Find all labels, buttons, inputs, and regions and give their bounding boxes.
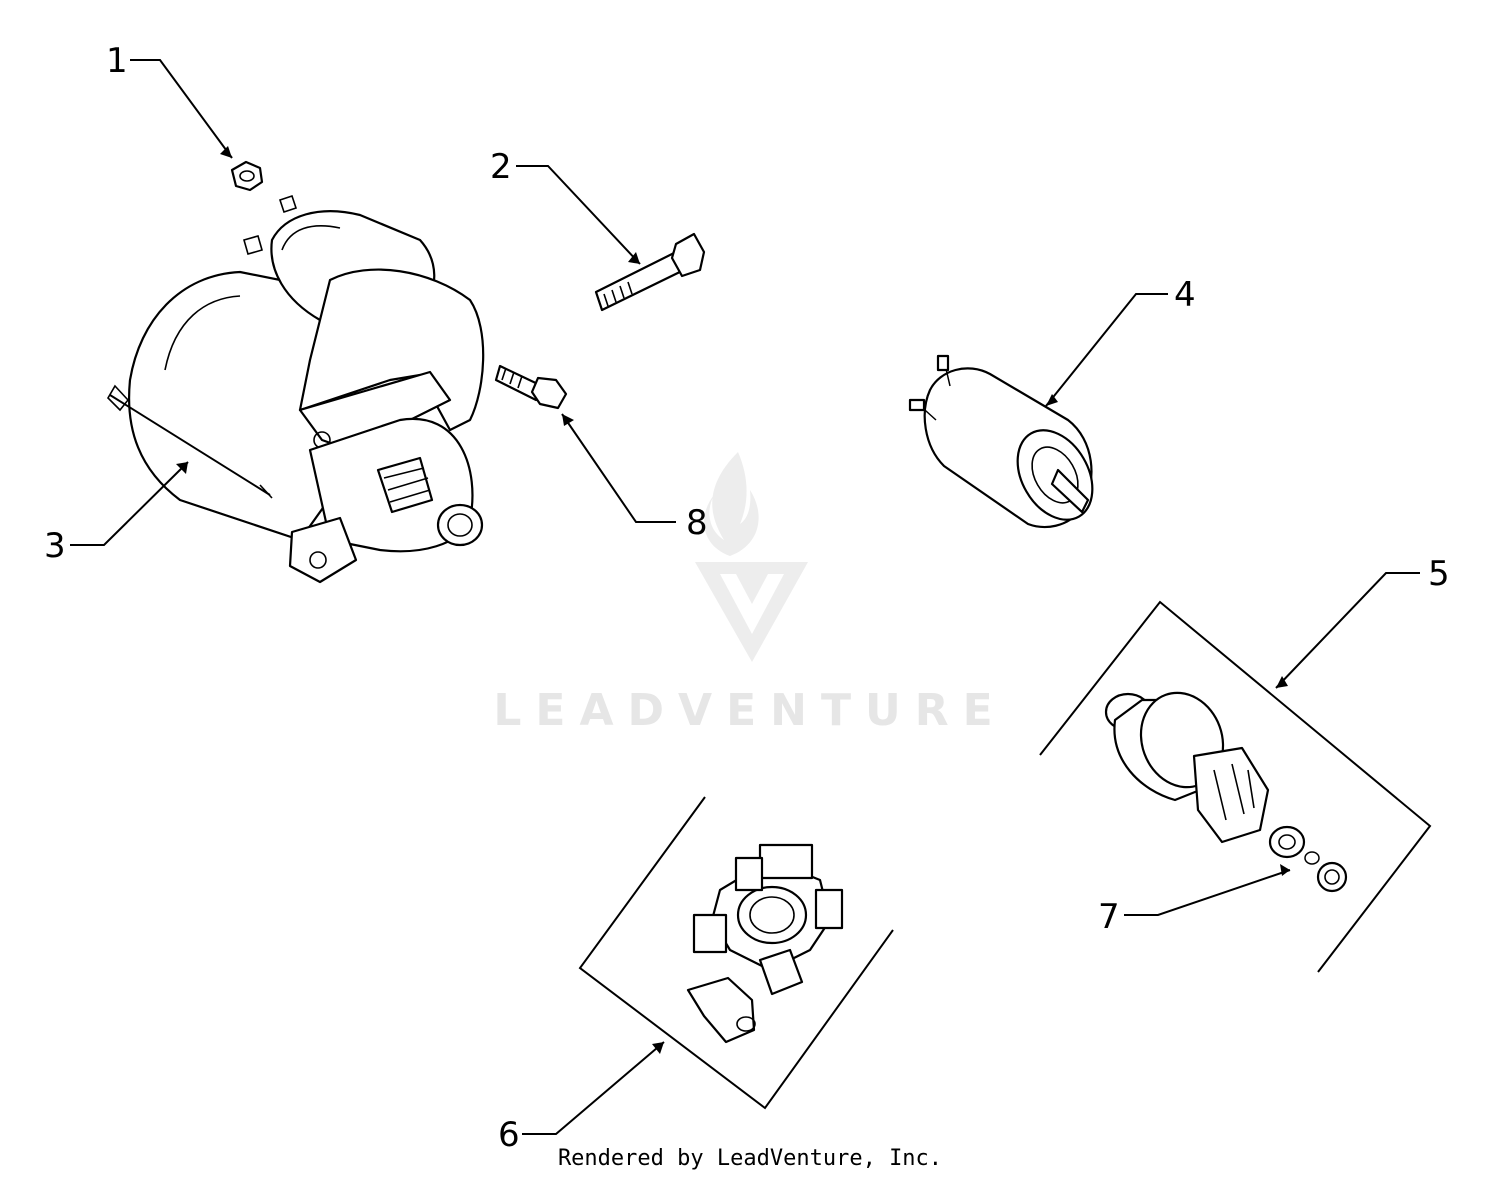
part-starter-motor[interactable]: [106, 194, 485, 584]
part-short-bolt[interactable]: [494, 364, 568, 410]
callout-5: 5: [1428, 554, 1450, 594]
callout-7: 7: [1098, 897, 1120, 937]
render-credit: Rendered by LeadVenture, Inc.: [558, 1146, 942, 1171]
part-solenoid[interactable]: [908, 354, 1108, 533]
callout-8: 8: [686, 503, 708, 543]
watermark: LEADVENTURE: [493, 452, 1006, 736]
watermark-v-icon: [695, 562, 808, 662]
leader-lines: [70, 59, 1420, 1135]
callout-2: 2: [490, 147, 512, 187]
watermark-text: LEADVENTURE: [493, 685, 1006, 736]
part-drive-assembly[interactable]: [1039, 600, 1432, 973]
callout-6: 6: [498, 1115, 520, 1155]
watermark-flame-icon: [704, 452, 759, 556]
callout-1: 1: [106, 41, 128, 81]
part-brush-holder[interactable]: [578, 796, 894, 1110]
part-nut[interactable]: [230, 160, 264, 192]
callout-4: 4: [1174, 275, 1196, 315]
callout-3: 3: [44, 526, 66, 566]
part-long-bolt[interactable]: [594, 232, 706, 312]
